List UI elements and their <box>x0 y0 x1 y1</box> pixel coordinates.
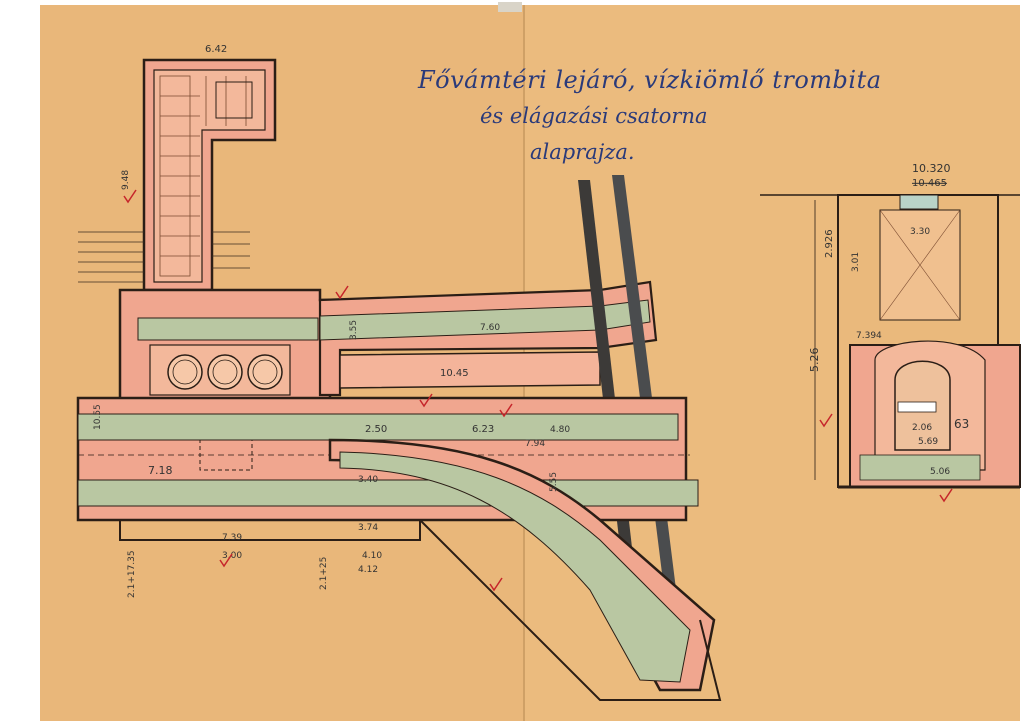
dim-level-a: 2.1+17.35 <box>127 550 137 598</box>
dim-section-f: 5.06 <box>930 467 950 477</box>
dim-bottom-a: 7.39 <box>222 533 242 543</box>
dim-bottom-d: 4.12 <box>358 565 378 575</box>
dim-section-i: 3.30 <box>910 227 930 237</box>
drawing-title-line3: alaprajza. <box>530 140 635 164</box>
dim-center-d: 4.80 <box>550 425 570 435</box>
dim-left-height: 9.48 <box>121 170 131 190</box>
dim-length-b: 3.74 <box>358 523 378 533</box>
dim-section-height: 5.26 <box>808 348 821 373</box>
trumpet-outlet <box>328 438 722 701</box>
dim-bottom-b: 3.00 <box>222 551 242 561</box>
dim-section-top-b: 10.465 <box>912 178 947 189</box>
main-horizontal-channel <box>76 396 699 522</box>
dim-left-span: 7.18 <box>148 464 173 477</box>
dim-section-e: 5.69 <box>918 437 938 447</box>
dim-level-b: 2.1+25 <box>319 557 329 590</box>
ground-hatching <box>78 231 250 283</box>
drawing-title-line1: Fővámtéri lejáró, vízkiömlő trombita <box>418 66 882 94</box>
dim-center-b: 6.23 <box>472 424 494 435</box>
dim-upper-a: 3.55 <box>349 320 359 340</box>
dim-section-b: 2.926 <box>824 229 835 258</box>
cross-section <box>760 194 1021 489</box>
dim-channel-a: 5.55 <box>549 472 559 492</box>
dim-section-top: 10.320 <box>912 162 951 175</box>
dim-section-g: 63 <box>954 417 969 431</box>
red-check-marks <box>123 189 953 592</box>
dim-top-width: 6.42 <box>205 44 227 55</box>
dimension-labels: 6.42 9.48 10.55 7.18 2.50 6.23 7.94 4.80… <box>93 44 969 598</box>
drawing-title-line2: és elágazási csatorna <box>480 104 708 128</box>
dim-upper-c: 10.45 <box>440 368 469 379</box>
dim-section-d: 7.394 <box>856 331 882 341</box>
dim-main-width: 10.55 <box>93 404 103 430</box>
chamber-block <box>118 288 332 407</box>
dim-center-a: 2.50 <box>365 424 387 435</box>
dim-section-h: 2.06 <box>912 423 932 433</box>
dim-center-c: 7.94 <box>525 439 545 449</box>
dim-section-c: 3.01 <box>851 252 861 272</box>
dim-bottom-c: 4.10 <box>362 551 382 561</box>
upper-branch-channel <box>318 280 658 397</box>
dim-length-a: 3.40 <box>358 475 378 485</box>
dim-upper-b: 7.60 <box>480 323 500 333</box>
